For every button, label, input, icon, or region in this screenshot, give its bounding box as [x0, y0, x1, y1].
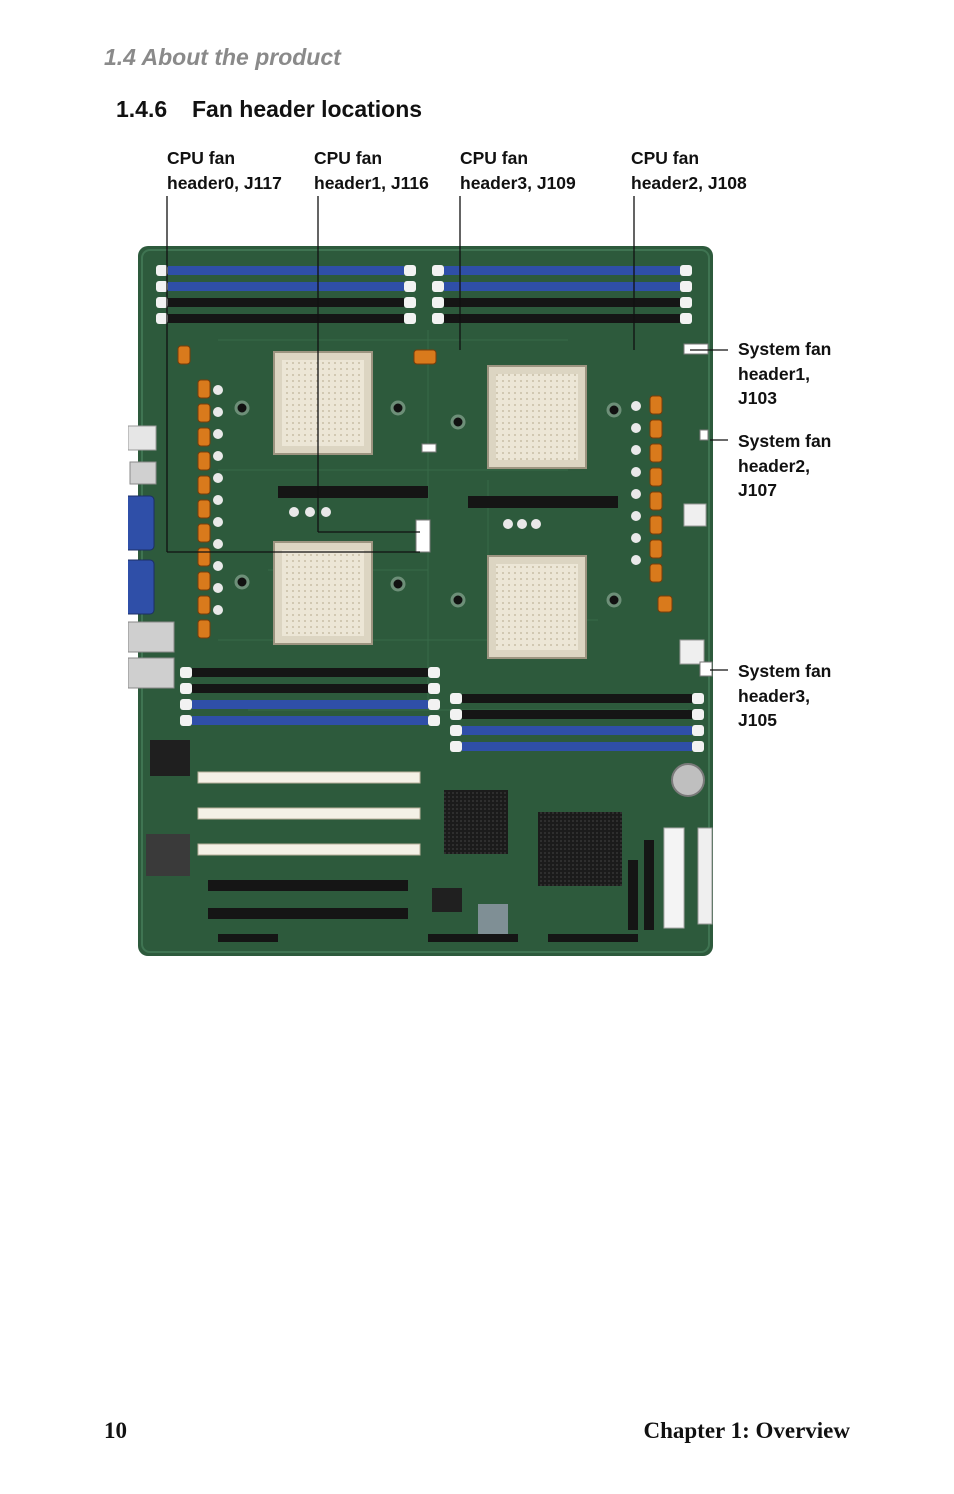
- label-system-fan-header2: System fan header2, J107: [738, 429, 831, 503]
- fan-header-j109: [421, 443, 437, 453]
- dimm-slots-bottom-left: [180, 667, 440, 726]
- cpu-socket-0: [273, 351, 373, 455]
- label-line: J103: [738, 388, 777, 408]
- label-cpu-fan-header1: CPU fan header1, J116: [314, 146, 429, 195]
- label-line: header2,: [738, 455, 810, 476]
- label-cpu-fan-header0: CPU fan header0, J117: [167, 146, 282, 195]
- label-line: CPU fan: [314, 148, 383, 168]
- label-line: System fan: [738, 431, 832, 451]
- label-line: J105: [738, 710, 777, 730]
- dimm-slots-top-left: [156, 265, 416, 324]
- label-line: header0, J117: [167, 172, 282, 193]
- label-line: header2, J108: [631, 172, 747, 193]
- label-system-fan-header3: System fan header3, J105: [738, 659, 831, 733]
- pci-slots: [197, 771, 421, 919]
- dimm-slots-top-right: [432, 265, 692, 324]
- label-line: J107: [738, 480, 777, 500]
- fan-header-j117: [415, 519, 431, 553]
- section-header: 1.4 About the product: [104, 44, 341, 70]
- label-cpu-fan-header2: CPU fan header2, J108: [631, 146, 747, 195]
- label-line: CPU fan: [167, 148, 236, 168]
- label-line: header1, J116: [314, 172, 429, 193]
- fan-header-j103: [683, 343, 709, 355]
- cpu-socket-2: [487, 555, 587, 659]
- label-line: header3, J109: [460, 172, 576, 193]
- label-line: System fan: [738, 339, 832, 359]
- fan-header-j107: [699, 429, 709, 441]
- motherboard-illustration: [123, 246, 713, 956]
- page-number: 10: [104, 1418, 127, 1443]
- fan-headers: [415, 343, 713, 677]
- dimm-slots-bottom-right: [450, 693, 704, 752]
- heading-title: Fan header locations: [192, 96, 423, 122]
- label-line: header1,: [738, 363, 810, 384]
- motherboard-image: [123, 240, 718, 960]
- label-line: System fan: [738, 661, 832, 681]
- vrm-capacitors-right: [413, 349, 673, 613]
- rear-io-ports: [123, 425, 175, 689]
- label-cpu-fan-header3: CPU fan header3, J109: [460, 146, 576, 195]
- page-heading: 1.4.6 Fan header locations: [116, 96, 422, 123]
- label-line: header3,: [738, 685, 810, 706]
- fan-header-j105: [699, 661, 713, 677]
- label-line: CPU fan: [460, 148, 529, 168]
- cpu-socket-1: [273, 541, 373, 645]
- label-line: CPU fan: [631, 148, 700, 168]
- label-system-fan-header1: System fan header1, J103: [738, 337, 831, 411]
- cpu-socket-3: [487, 365, 587, 469]
- chapter-title: Chapter 1: Overview: [643, 1418, 850, 1443]
- heading-number: 1.4.6: [116, 96, 168, 122]
